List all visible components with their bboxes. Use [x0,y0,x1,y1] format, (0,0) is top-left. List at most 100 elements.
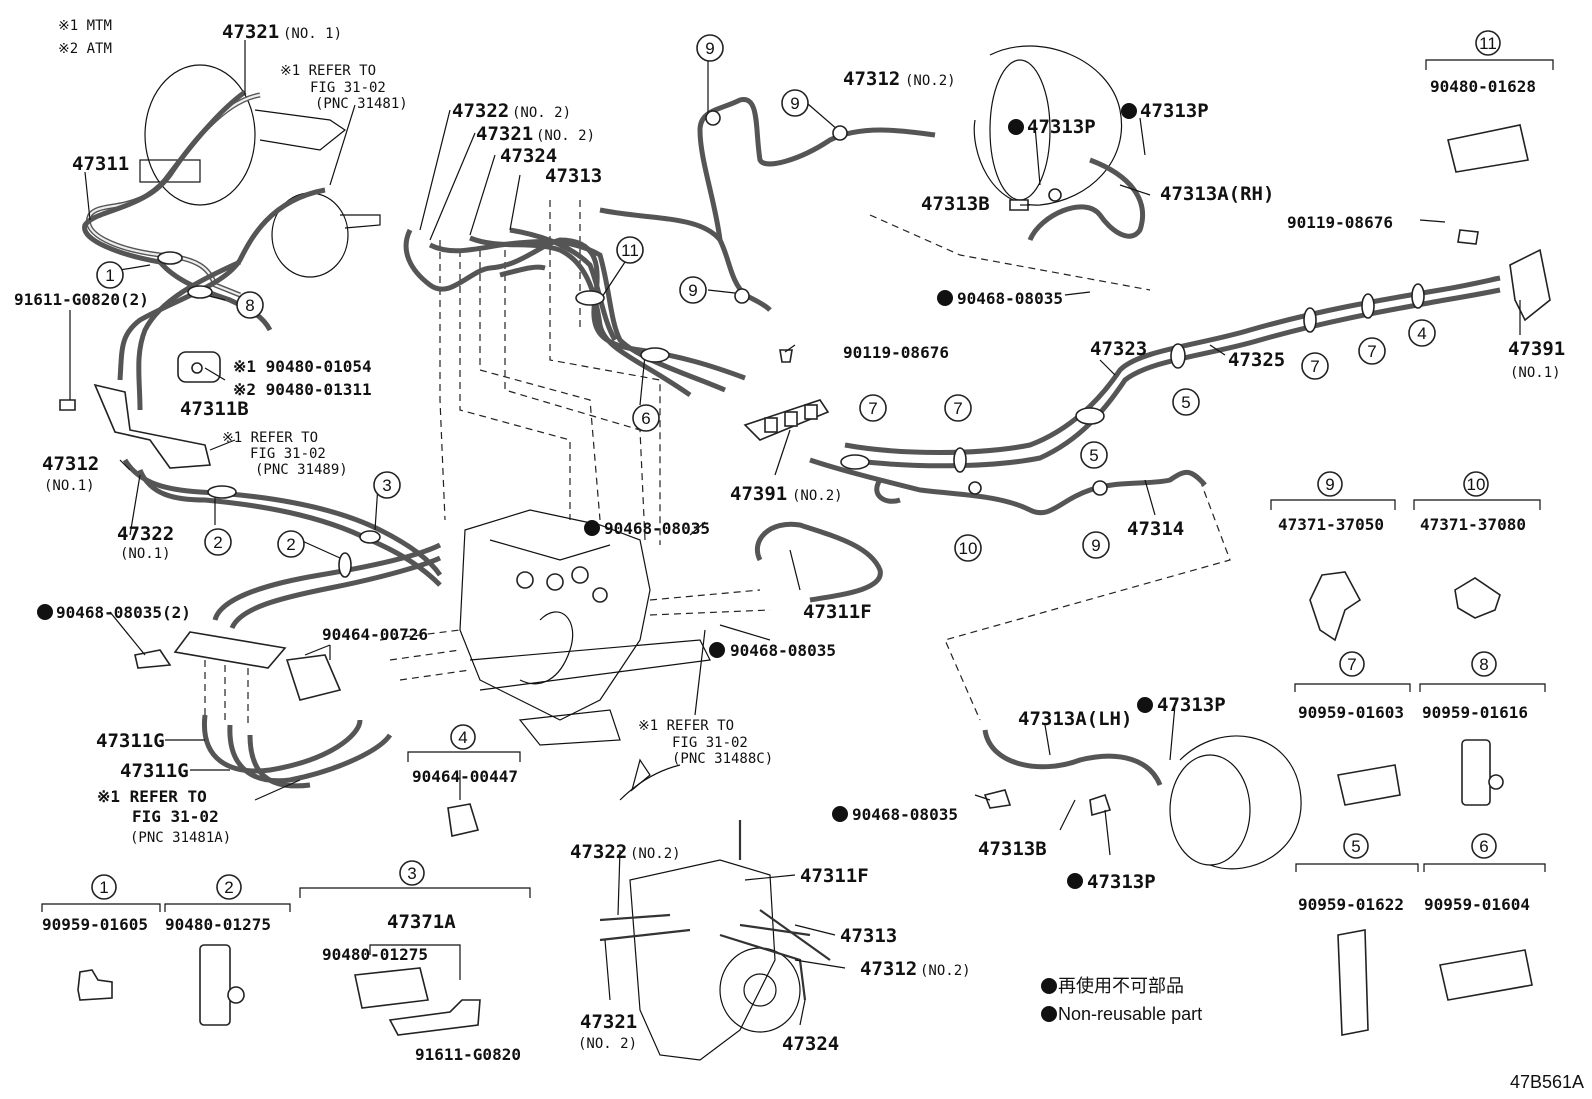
label-47313A-lh: 47313A(LH) [1018,708,1132,730]
pipe-47323-47325 [844,275,1501,469]
label-47313P-a: 47313P [1027,116,1096,138]
label-47313P-c: 47313P [1157,694,1226,716]
part-labels: 47321 (NO. 1) ※1 REFER TO FIG 31-02 (PNC… [14,21,1565,1055]
ref4-line3: (PNC 31488C) [672,751,773,767]
figure-code: 47B561A [1510,1072,1584,1092]
label-90119-top: 90119-08676 [1287,213,1393,232]
label-47322-no2-suffix: (NO. 2) [512,105,571,121]
ref4-line2: FIG 31-02 [672,735,748,751]
label-47313-bottom: 47313 [840,925,897,947]
callout-7b: 7 [953,399,962,418]
callout-5a: 5 [1089,446,1098,465]
note-mtm: ※1 MTM [58,18,112,34]
label-47312-no2: 47312 [843,68,900,90]
label-47321-no2-suffix: (NO. 2) [536,128,595,144]
label-90464-00726: 90464-00726 [322,625,428,644]
legend: 再使用不可部品 Non-reusable part [1058,976,1202,1024]
label-47322-no2: 47322 [452,100,509,122]
key-9-number: 9 [1325,475,1334,494]
callout-7a: 7 [868,399,877,418]
key-5-number: 5 [1351,837,1360,856]
label-47312-no2-suffix: (NO.2) [905,73,956,89]
label-47391-no2-suffix: (NO.2) [792,488,843,504]
label-47321-no1: 47321 [222,21,279,43]
callout-9b: 9 [790,94,799,113]
key-7-number: 7 [1347,655,1356,674]
key-3-sub2: 91611-G0820 [415,1045,521,1064]
key-2-part: 90480-01275 [165,915,271,934]
key-10-part: 47371-37080 [1420,515,1526,534]
callout-2a: 2 [213,533,222,552]
label-47313: 47313 [545,165,602,187]
legend-line2: Non-reusable part [1058,1004,1202,1024]
dashed-connections [379,200,1231,721]
ref2-line1: ※1 REFER TO [222,430,318,446]
label-47312-no1-suffix: (NO.1) [44,478,95,494]
callout-9a: 9 [705,39,714,58]
callout-5b: 5 [1181,393,1190,412]
callout-10: 10 [959,539,978,558]
callout-7d: 7 [1367,342,1376,361]
callout-6: 6 [641,409,650,428]
bracket-47391-no2 [743,349,830,441]
label-47313B-rh: 47313B [921,193,990,215]
callout-4: 4 [1417,324,1426,343]
callout-8: 8 [245,296,254,315]
key-10-number: 10 [1467,475,1486,494]
label-47311G-a: 47311G [96,730,165,752]
label-90480-01054: ※1 90480-01054 [233,357,372,376]
ref1-line2: FIG 31-02 [310,80,386,96]
label-47321-bottom-suffix: (NO. 2) [578,1036,637,1052]
pipe-47314 [809,457,1207,516]
label-47391-no1: 47391 [1508,338,1565,360]
ref1-line3: (PNC 31481) [315,96,408,112]
legend-line1: 再使用不可部品 [1058,976,1184,996]
key-6-number: 6 [1479,837,1488,856]
label-47311F: 47311F [803,601,872,623]
pipe-47312-no1 [122,458,443,630]
callout-2b: 2 [286,535,295,554]
bracket-47311B [59,351,221,469]
key-6-part: 90959-01604 [1424,895,1530,914]
label-47324: 47324 [500,145,557,167]
label-47312-bottom: 47312 [860,958,917,980]
callout-7c: 7 [1310,357,1319,376]
clip-markers [157,110,1425,578]
clip-key-right: 11 90480-01628 9 47371-37050 10 47371-37… [1270,30,1554,1036]
key-3-part: 47371A [387,911,456,933]
label-90480-01311: ※2 90480-01311 [233,380,372,399]
label-47322-bottom: 47322 [570,841,627,863]
drum-rh [973,45,1146,242]
label-47313B-lh: 47313B [978,838,1047,860]
key-1-number: 1 [99,878,108,897]
label-47311: 47311 [72,153,129,175]
callout-1: 1 [105,266,114,285]
label-47313P-b: 47313P [1140,100,1209,122]
callouts: 1 8 3 2 2 9 9 9 11 6 7 7 10 9 5 5 7 7 4 [96,34,1436,562]
key-3-sub1: 90480-01275 [322,945,428,964]
label-47321-bottom: 47321 [580,1011,637,1033]
abs-actuator-bottom [599,758,831,1061]
label-47391-no2: 47391 [730,483,787,505]
label-47325: 47325 [1228,349,1285,371]
label-47313A-rh: 47313A(RH) [1160,183,1274,205]
label-47321-no2: 47321 [476,123,533,145]
nonreusable-dots [37,103,1153,1022]
label-91611-2: 91611-G0820(2) [14,290,149,309]
label-90468-mid2: 90468-08035 [730,641,836,660]
ref2-line2: FIG 31-02 [250,446,326,462]
label-90119-mid: 90119-08676 [843,343,949,362]
key-4-number: 4 [458,728,467,747]
pipe-bundle-actuator [403,227,746,398]
pipe-47311F [754,521,883,603]
label-90468-mid: 90468-08035 [604,519,710,538]
label-47391-no1-suffix: (NO.1) [1510,365,1561,381]
callout-11: 11 [621,241,639,260]
key-5-part: 90959-01622 [1298,895,1404,914]
label-90468-rh: 90468-08035 [957,289,1063,308]
label-47313P-d: 47313P [1087,871,1156,893]
label-47311B: 47311B [180,398,249,420]
key-7-part: 90959-01603 [1298,703,1404,722]
key-9-part: 47371-37050 [1278,515,1384,534]
